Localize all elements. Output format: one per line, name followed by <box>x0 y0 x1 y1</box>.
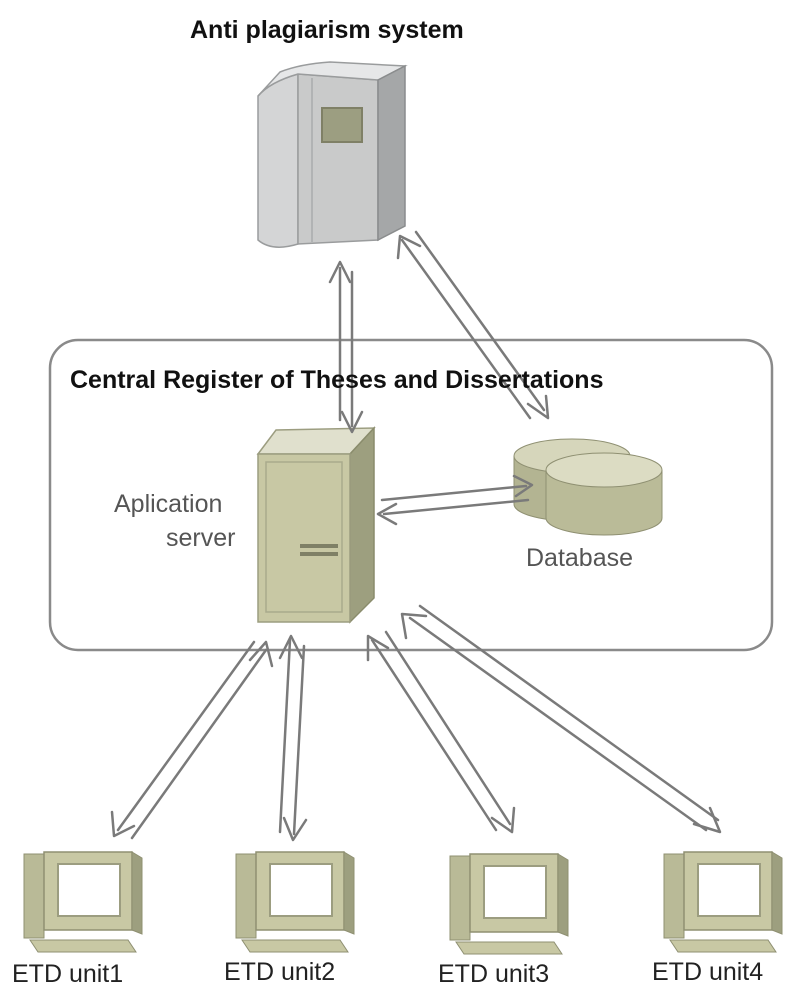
server-cabinet-icon <box>256 426 376 624</box>
desktop-computer-icon <box>663 851 783 953</box>
arrow-system-database <box>396 230 550 420</box>
desktop-computer-icon <box>449 853 569 955</box>
arrow-appserver-unit1 <box>110 640 274 840</box>
arrow-system-appserver <box>328 260 364 434</box>
central-register-label: Central Register of Theses and Dissertat… <box>70 366 604 394</box>
etd-unit-label: ETD unit3 <box>438 960 550 988</box>
arrow-appserver-unit4 <box>400 604 722 834</box>
arrow-appserver-unit2 <box>278 634 308 842</box>
database-label: Database <box>526 544 634 572</box>
central-register-box <box>48 338 774 652</box>
desktop-computer-icon <box>235 851 355 953</box>
tower-server-icon <box>257 61 408 248</box>
app-server-label-line1: Aplication <box>114 490 223 518</box>
etd-unit-label: ETD unit4 <box>652 958 764 986</box>
etd-unit-label: ETD unit2 <box>224 958 336 986</box>
database-disks-icon <box>513 438 663 536</box>
etd-unit-label: ETD unit1 <box>12 960 124 988</box>
arrow-appserver-database <box>376 474 534 526</box>
connection-arrows <box>110 230 722 842</box>
desktop-computer-icon <box>23 851 143 953</box>
arrow-appserver-unit3 <box>366 630 516 834</box>
anti-plagiarism-title: Anti plagiarism system <box>190 16 464 44</box>
app-server-label-line2: server <box>166 524 236 552</box>
